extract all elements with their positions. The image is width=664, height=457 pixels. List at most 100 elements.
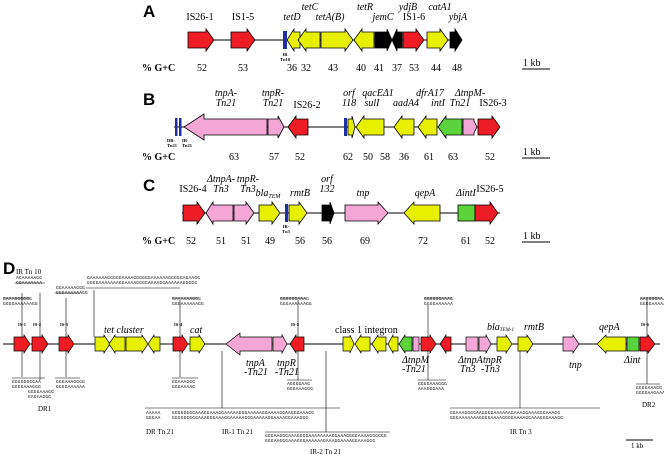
gc-b-3: 62 <box>343 152 353 163</box>
gc-a-8: 53 <box>409 63 419 74</box>
label-is26-3: IS26-3 <box>479 98 506 109</box>
d-tnpr-tn3 <box>478 333 492 355</box>
gene-is26-3 <box>477 114 501 140</box>
gc-a-3: 32 <box>301 63 311 74</box>
gene-qace-suli <box>355 114 385 140</box>
scale-label-b: 1 kb <box>523 147 541 158</box>
label-d-dint: Δint <box>623 355 641 366</box>
gene-is1-5 <box>230 27 256 53</box>
is-tag-2: IS-2 <box>33 322 42 327</box>
gc-a-1: 53 <box>238 63 248 74</box>
panel-d-is-tags: IS-1 IS-2 IS-3 IS-4 IS-5 IS-6 <box>18 322 650 327</box>
d-is-6 <box>420 333 437 355</box>
d-is-8 <box>639 333 656 355</box>
ir-tn21-b-right <box>344 118 347 136</box>
panel-d-letter: D <box>3 259 15 278</box>
label-tnpa-tn21: tnpA-Tn21 <box>215 88 237 109</box>
gc-b-6: 36 <box>399 152 409 163</box>
d-aada <box>371 333 387 355</box>
label-d-tnp: tnp <box>569 360 582 371</box>
gc-b-5: 58 <box>380 152 390 163</box>
gc-c-9: 52 <box>485 236 495 247</box>
gc-c-5: 56 <box>322 236 332 247</box>
d-tnpa-tn21 <box>225 332 273 356</box>
d-cat <box>189 333 206 355</box>
d-orf118 <box>342 334 355 354</box>
label-jemc: jemC <box>370 12 393 23</box>
label-tnp-c: tnp <box>357 188 370 199</box>
d-dfra <box>387 333 399 355</box>
label-tetab: tetA(B) <box>316 12 346 23</box>
gene-ybja <box>449 27 463 53</box>
gc-label-b: % G+C <box>142 152 175 163</box>
label-dr2: DR2 <box>642 401 656 409</box>
label-blatem: blaTEM <box>256 188 282 200</box>
gene-aada4 <box>393 114 415 140</box>
d-dint <box>626 336 640 352</box>
d-is-4 <box>172 333 189 355</box>
gc-b-7: 61 <box>424 152 434 163</box>
label-ydjb: ydjB <box>398 2 417 13</box>
gc-c-6: 69 <box>360 236 370 247</box>
gc-c-1: 51 <box>216 236 226 247</box>
label-tnpr-tn21: tnpR-Tn21 <box>262 88 284 109</box>
label-is26-5: IS26-5 <box>476 184 503 195</box>
label-is1-5: IS1-5 <box>232 12 254 23</box>
label-d-tnpa-tn21: tnpA-Tn21 <box>244 358 268 378</box>
label-dr-tn21-b: DR-Tn21 <box>167 138 178 148</box>
label-tetc: tetC <box>302 2 319 13</box>
gene-tnpr-tn21 <box>267 115 285 139</box>
seq-b9: GGGGGGGGAAAGGAAAGGAAAAAGGGAAAAAGGAAAAGGA… <box>172 410 314 421</box>
ir-tn21-b-left <box>179 118 182 136</box>
d-tet-4 <box>147 333 161 355</box>
gene-tetc <box>297 27 321 53</box>
gene-tnp-c <box>344 200 389 226</box>
d-inti <box>398 333 413 355</box>
gene-orf132 <box>321 201 335 225</box>
gene-blatem <box>258 200 281 226</box>
gc-a-5: 40 <box>356 63 366 74</box>
label-d-dtnpm: ΔtnpM-Tn21 <box>401 355 430 375</box>
gene-jemc <box>374 28 393 52</box>
gc-c-3: 49 <box>265 236 275 247</box>
gc-a-0: 52 <box>197 63 207 74</box>
d-tnp <box>562 333 580 355</box>
gene-is26-5 <box>474 200 499 226</box>
panel-a-letter: A <box>143 2 155 21</box>
gc-c-2: 51 <box>241 236 251 247</box>
gc-c-0: 52 <box>186 236 196 247</box>
label-dinti: ΔintI <box>455 188 476 199</box>
label-ir-tn21-b: IR-Tn21 <box>182 138 193 148</box>
seq-b10: GGGAAGGGAAAGGGGAAAAAAAAGGAAAGGGGAAAAGGGG… <box>265 433 387 444</box>
d-tet-2 <box>108 333 126 355</box>
gc-b-0: 63 <box>229 152 239 163</box>
gene-is26-4 <box>182 200 206 226</box>
d-sul <box>354 333 371 355</box>
gene-tetd <box>286 27 301 53</box>
seq-a8: AAGGGGAAAAGGGGGGAAAAAAGG <box>640 296 664 307</box>
d-is-3 <box>58 333 75 355</box>
gc-b-9: 52 <box>485 152 495 163</box>
d-is-7 <box>439 333 452 355</box>
label-tnpr-tn3: tnpR-Tn3 <box>237 174 259 195</box>
gene-is26-2 <box>287 114 309 140</box>
label-dtnpm-b: ΔtnpM-Tn21 <box>450 88 485 109</box>
gene-qepa <box>403 200 441 226</box>
label-aada4: aadA4 <box>393 98 419 109</box>
gc-b-1: 57 <box>269 152 279 163</box>
gene-inti <box>437 114 463 140</box>
